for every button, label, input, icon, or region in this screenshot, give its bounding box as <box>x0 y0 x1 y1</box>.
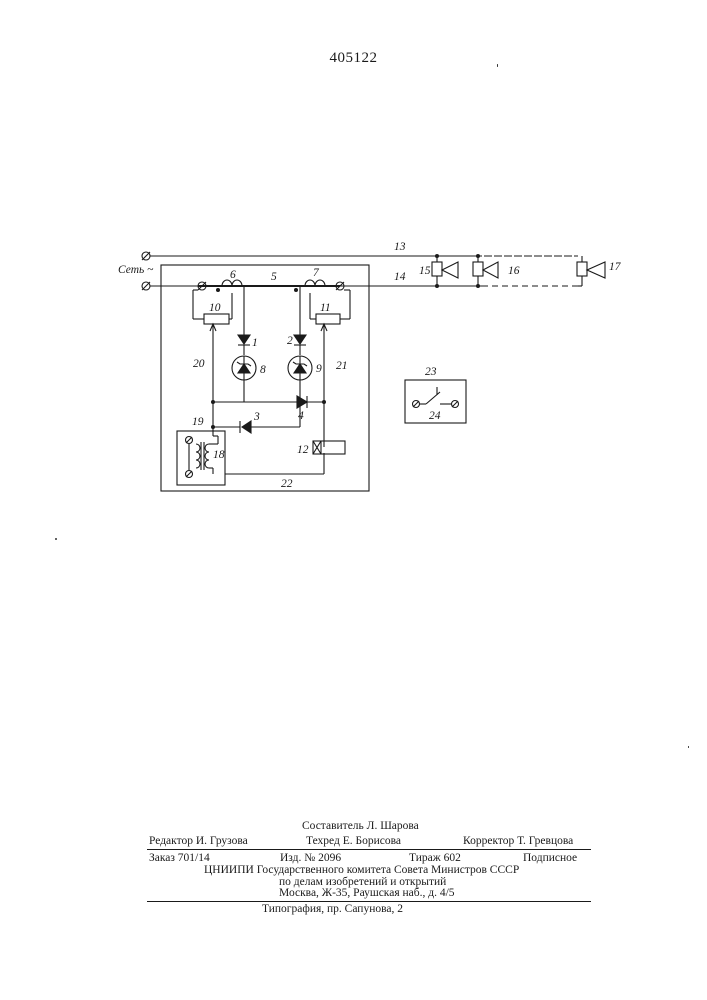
label-4: 4 <box>298 410 304 422</box>
label-3: 3 <box>253 411 260 423</box>
indicator-15 <box>432 262 442 276</box>
imprint-rule-top <box>147 849 591 850</box>
label-6: 6 <box>230 269 236 281</box>
label-22: 22 <box>281 478 293 490</box>
label-20: 20 <box>193 358 205 370</box>
label-14: 14 <box>394 271 406 283</box>
label-18: 18 <box>213 449 225 461</box>
label-5: 5 <box>271 271 277 283</box>
label-23: 23 <box>425 366 437 378</box>
label-1: 1 <box>252 337 258 349</box>
diode-1 <box>238 335 250 344</box>
imprint-address: Москва, Ж-35, Раушская наб., д. 4/5 <box>279 887 455 899</box>
imprint-print-run: Тираж 602 <box>409 852 461 864</box>
diode-3 <box>242 421 251 433</box>
label-16: 16 <box>508 265 520 277</box>
imprint-techeditor: Техред Е. Борисова <box>306 835 401 847</box>
supply-label: Сеть ~ <box>118 264 154 276</box>
indicator-16 <box>473 262 483 276</box>
label-11: 11 <box>320 302 331 314</box>
scan-speck <box>688 746 689 748</box>
scan-speck <box>497 64 498 67</box>
label-15: 15 <box>419 265 431 277</box>
potentiometer-10 <box>204 314 229 324</box>
imprint-institute: ЦНИИПИ Государственного комитета Совета … <box>204 864 519 876</box>
label-10: 10 <box>209 302 221 314</box>
label-19: 19 <box>192 416 204 428</box>
label-7: 7 <box>313 267 320 279</box>
label-24: 24 <box>429 410 441 422</box>
label-17: 17 <box>609 261 622 273</box>
label-9: 9 <box>316 363 322 375</box>
imprint-compiler: Составитель Л. Шарова <box>302 820 419 832</box>
device-enclosure <box>161 265 369 491</box>
imprint-rule-bottom <box>147 901 591 902</box>
label-12: 12 <box>297 444 309 456</box>
imprint-subscription: Подписное <box>523 852 577 864</box>
imprint-corrector: Корректор Т. Гревцова <box>463 835 573 847</box>
label-8: 8 <box>260 364 266 376</box>
imprint-order: Заказ 701/14 <box>149 852 210 864</box>
diode-2 <box>294 335 306 344</box>
label-13: 13 <box>394 241 406 253</box>
relay-12 <box>313 441 345 454</box>
imprint-editor: Редактор И. Грузова <box>149 835 248 847</box>
scan-speck <box>55 538 57 540</box>
imprint-edition: Изд. № 2096 <box>280 852 341 864</box>
potentiometer-11 <box>316 314 340 324</box>
indicator-17 <box>577 262 587 276</box>
label-21: 21 <box>336 360 348 372</box>
imprint-printer: Типография, пр. Сапунова, 2 <box>262 903 403 915</box>
label-2: 2 <box>287 335 293 347</box>
